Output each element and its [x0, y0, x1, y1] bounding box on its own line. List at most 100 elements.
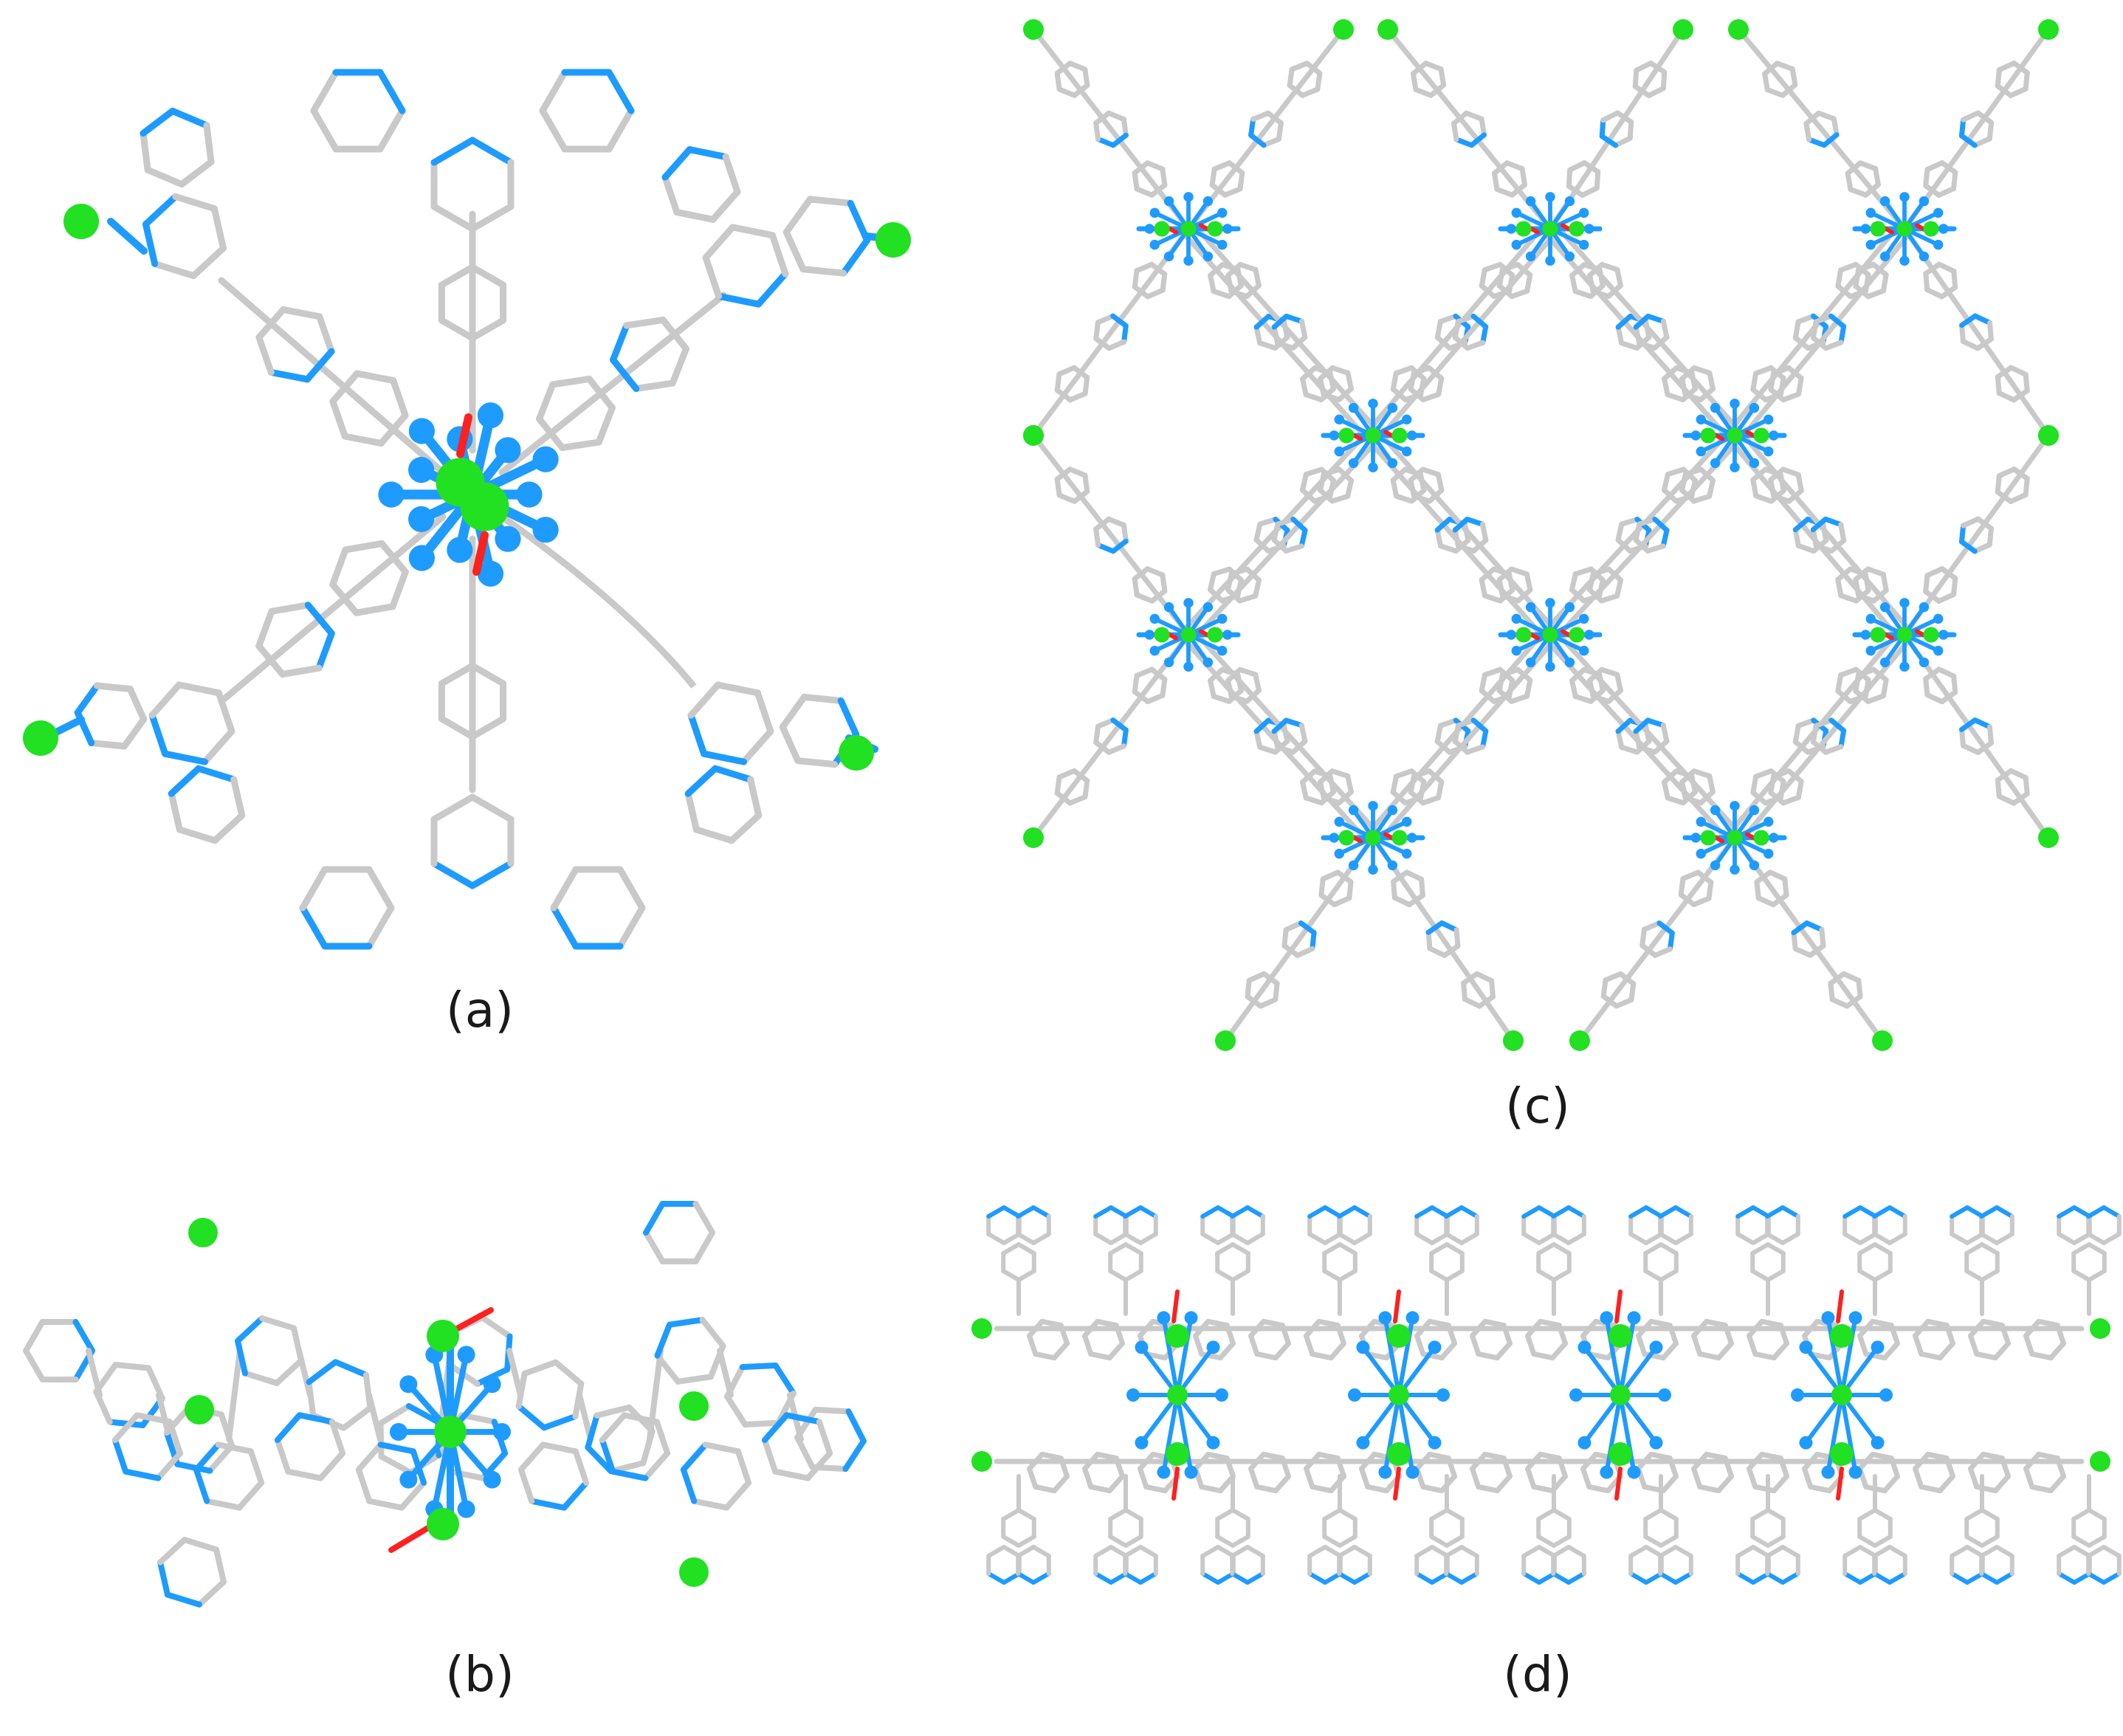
ring-bond	[1923, 271, 1930, 293]
ring-bond	[1639, 943, 1658, 958]
ring-bond	[1453, 137, 1475, 148]
ring-bond	[1132, 268, 1140, 290]
linker-bond	[1379, 632, 1562, 841]
ring-bond	[1208, 272, 1217, 294]
ring-bond	[2102, 1205, 2122, 1219]
aromatic-ring	[1678, 869, 1714, 908]
ring-bond	[215, 689, 235, 735]
nitrogen-atom	[1848, 1311, 1862, 1325]
ring-bond	[654, 1352, 681, 1385]
ring-bond	[1924, 287, 1945, 300]
ring-bond	[469, 715, 507, 740]
ring-bond	[1095, 717, 1116, 729]
aromatic-ring	[1628, 1545, 1664, 1585]
ring-bond	[1828, 313, 1847, 329]
ring-bond	[521, 1359, 559, 1377]
ring-bond	[1329, 768, 1351, 779]
ring-bond	[761, 1437, 779, 1475]
ring-bond	[1307, 1205, 1327, 1219]
ring-bond	[1831, 116, 1840, 138]
ring-bond	[986, 1232, 1006, 1245]
ring-bond	[213, 1546, 227, 1585]
ring-bond	[479, 1315, 513, 1340]
cluster-bond	[1840, 1393, 1858, 1475]
linker-bond	[1741, 433, 1916, 638]
ring-bond	[1346, 879, 1354, 901]
ring-bond	[2023, 475, 2030, 497]
ring-bond	[1310, 1351, 1334, 1361]
ring-bond	[1768, 466, 1786, 483]
ring-bond	[1054, 70, 1062, 92]
ring-bond	[1981, 1318, 2005, 1329]
ring-bond	[1778, 1323, 1789, 1346]
ring-bond	[1352, 1571, 1372, 1585]
aromatic-ring	[1995, 466, 2030, 504]
ring-bond	[2023, 775, 2030, 796]
ring-bond	[1455, 717, 1476, 728]
ring-bond	[72, 1319, 95, 1354]
ring-bond	[1531, 1484, 1555, 1494]
ring-bond	[365, 904, 395, 950]
ring-bond	[279, 664, 323, 678]
ring-bond	[1643, 1534, 1663, 1548]
ring-bond	[1590, 566, 1611, 577]
ring-bond	[1031, 1571, 1051, 1585]
ring-bond	[306, 1359, 339, 1385]
ring-bond	[1434, 319, 1443, 340]
ring-bond	[1230, 1545, 1250, 1558]
nitrogen-atom	[1163, 602, 1174, 613]
nitrogen-atom	[1577, 1436, 1592, 1450]
ring-bond	[1335, 1456, 1346, 1479]
aromatic-ring	[1271, 717, 1308, 755]
metal-atom	[427, 1320, 459, 1352]
ring-bond	[1722, 1323, 1734, 1346]
ring-bond	[1093, 120, 1101, 142]
ring-bond	[1754, 869, 1773, 885]
nitrogen-atom	[1730, 801, 1740, 811]
ring-bond	[782, 196, 813, 236]
ring-bond	[1828, 971, 1847, 986]
ring-bond	[1939, 689, 1958, 705]
ring-bond	[1764, 87, 1786, 98]
nitrogen-atom	[1696, 446, 1706, 457]
linker-bond	[1556, 433, 1747, 638]
ring-bond	[1525, 1333, 1537, 1357]
ring-bond	[1767, 869, 1788, 882]
ring-bond	[1750, 790, 1769, 806]
ring-bond	[1835, 688, 1854, 704]
ring-bond	[1408, 789, 1426, 806]
ring-bond	[1999, 1456, 2011, 1479]
ring-bond	[1123, 1571, 1143, 1585]
ring-bond	[812, 1406, 852, 1415]
ring-bond	[1925, 1451, 1950, 1461]
metal-atom	[1365, 427, 1381, 444]
ring-bond	[1123, 1232, 1143, 1245]
ring-bond	[123, 1468, 162, 1481]
ring-bond	[1645, 717, 1666, 728]
ring-bond	[1494, 1340, 1513, 1361]
ring-bond	[1352, 1205, 1372, 1219]
ring-bond	[1470, 1318, 1488, 1339]
ring-bond	[389, 568, 409, 610]
ring-bond	[1600, 993, 1620, 1009]
aromatic-ring	[329, 370, 409, 447]
ring-bond	[742, 1419, 782, 1427]
ring-bond	[1408, 774, 1417, 795]
ring-bond	[1704, 1318, 1728, 1329]
ring-bond	[1463, 110, 1484, 122]
ring-bond	[299, 866, 328, 912]
aromatic-ring	[255, 306, 335, 383]
ring-bond	[168, 790, 183, 833]
ring-bond	[204, 1498, 243, 1511]
ring-bond	[1231, 1508, 1250, 1521]
aromatic-ring	[1054, 61, 1090, 98]
ring-bond	[1968, 1318, 1986, 1339]
ring-bond	[469, 860, 515, 889]
ring-bond	[1271, 521, 1281, 543]
ring-bond	[1678, 892, 1697, 908]
ring-bond	[1835, 672, 1844, 694]
ring-bond	[1408, 386, 1426, 403]
ring-bond	[1336, 789, 1354, 806]
ring-bond	[1054, 476, 1062, 498]
nitrogen-atom	[1564, 251, 1575, 262]
